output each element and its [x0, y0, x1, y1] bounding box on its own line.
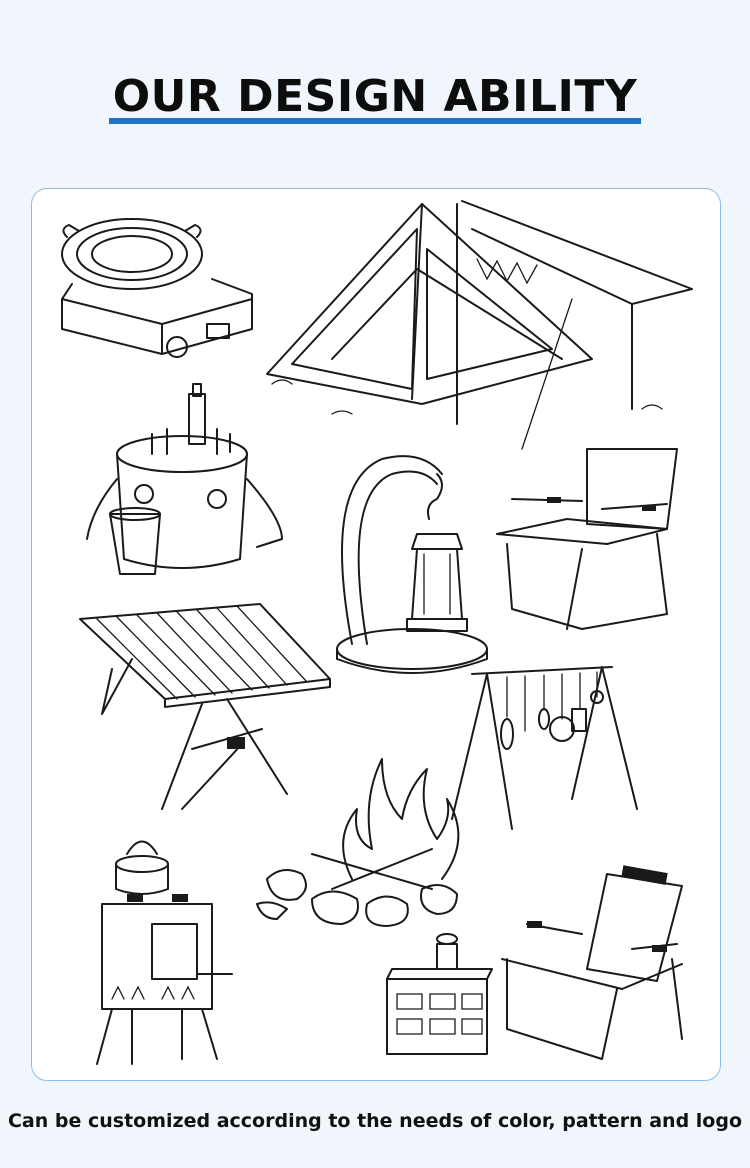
camping-gear-illustration [61, 200, 693, 1065]
tent-drawing [266, 200, 693, 450]
page-title: OUR DESIGN ABILITY [108, 70, 642, 124]
grill-pan-stove-drawing [61, 218, 253, 358]
header: OUR DESIGN ABILITY [0, 70, 750, 124]
page-title-text: OUR DESIGN ABILITY [112, 71, 638, 122]
footer-caption: Can be customized according to the needs… [7, 1110, 742, 1132]
folding-chair-drawing [496, 448, 678, 630]
title-underline [108, 118, 642, 124]
lantern-stand-drawing [336, 455, 488, 674]
campfire-drawing [256, 758, 460, 927]
kermit-chair-drawing [501, 865, 683, 1060]
wood-stove-drawing [96, 840, 233, 1065]
hanging-cookware-rack-drawing [451, 666, 638, 830]
storage-box-lantern-drawing [386, 933, 493, 1055]
illustration-panel [31, 188, 721, 1081]
roll-table-drawing [79, 603, 331, 810]
ice-bucket-drawing [86, 383, 283, 575]
